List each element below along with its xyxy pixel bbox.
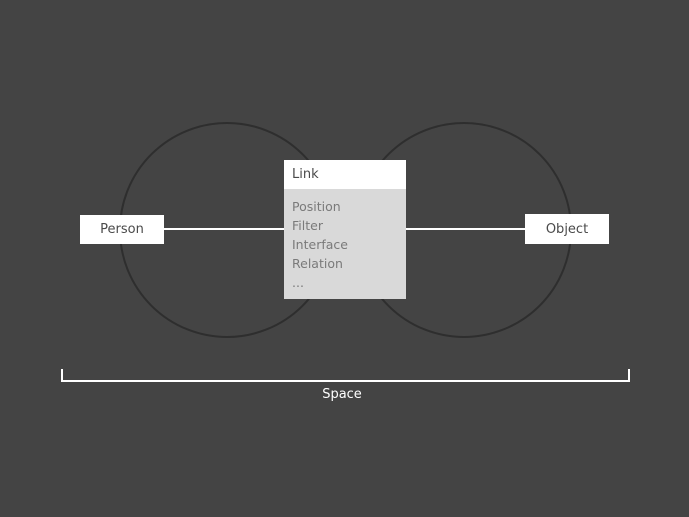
link-property-item: Filter <box>292 218 323 233</box>
link-properties: Position Filter Interface Relation ... <box>284 189 406 292</box>
link-property-item: ... <box>292 275 304 290</box>
object-label: Object <box>545 221 589 237</box>
link-property-item: Interface <box>292 237 348 252</box>
link-node: Link Position Filter Interface Relation … <box>284 160 406 299</box>
link-property-item: Position <box>292 199 341 214</box>
link-property-item: Relation <box>292 256 343 271</box>
space-label: Space <box>322 387 362 402</box>
person-node: Person <box>80 215 164 244</box>
link-title: Link <box>284 160 406 189</box>
object-node: Object <box>525 214 609 244</box>
person-label: Person <box>100 222 144 237</box>
space-bracket <box>61 369 630 382</box>
